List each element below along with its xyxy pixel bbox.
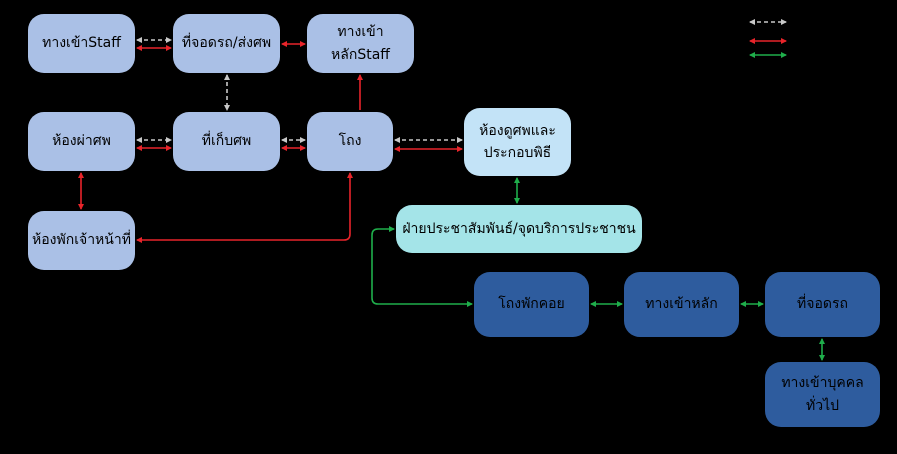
node-label: ทางเข้าStaff [42,35,121,52]
node-public-entrance: ทางเข้าบุคคลทั่วไป [765,362,880,427]
node-label: ที่เก็บศพ [201,133,252,150]
node-autopsy-room: ห้องผ่าศพ [28,112,135,171]
node-label-line1: ห้องดูศพและ [479,122,556,139]
node-label: ทางเข้าบุคคลทั่วไป [781,375,864,414]
node-label: โถง [338,133,362,150]
node-waiting-hall: โถงพักคอย [474,272,589,337]
node-parking: ที่จอดรถ [765,272,880,337]
node-staff-rest-room: ห้องพักเจ้าหน้าที่ [28,211,135,270]
node-viewing-room: ห้องดูศพและ ประกอบพิธี [464,108,571,176]
node-staff-entrance: ทางเข้าStaff [28,14,135,73]
node-label: โถงพักคอย [498,296,565,313]
node-body-storage: ที่เก็บศพ [173,112,280,171]
node-label: ห้องพักเจ้าหน้าที่ [32,232,131,249]
node-label-line2: ประกอบพิธี [483,145,552,161]
node-hearse-parking: ที่จอดรถ/ส่งศพ [173,14,280,73]
node-label: ทางเข้าหลัก [645,296,718,313]
node-label: ที่จอดรถ [797,296,848,313]
edge-pr-waiting-green [371,226,473,307]
node-hall: โถง [307,112,393,171]
node-label: ทางเข้าหลักStaff [331,24,390,63]
node-label: ที่จอดรถ/ส่งศพ [181,35,272,52]
node-label: ห้องผ่าศพ [52,133,111,150]
edge-rest-hall-red [136,172,353,243]
node-main-staff-entrance: ทางเข้าหลักStaff [307,14,414,73]
node-main-entrance: ทางเข้าหลัก [624,272,739,337]
